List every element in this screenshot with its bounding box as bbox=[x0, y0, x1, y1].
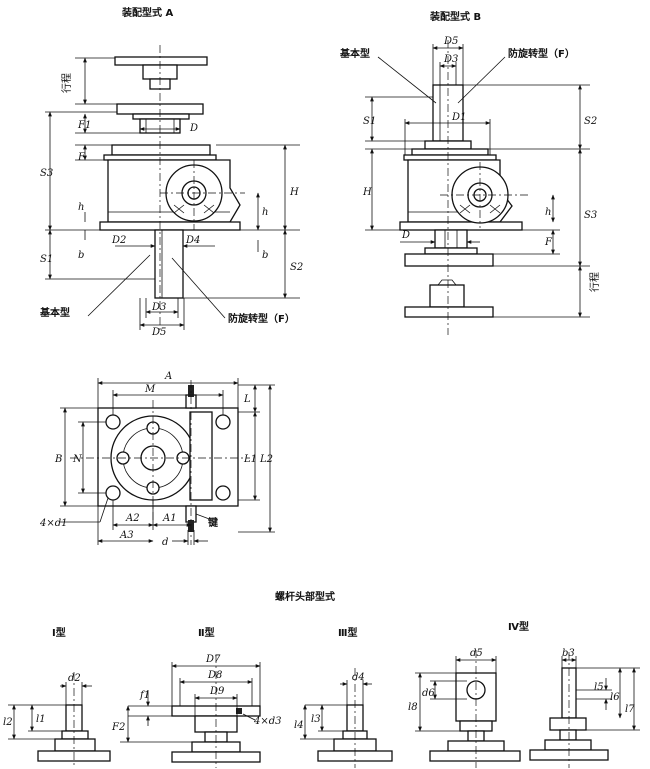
b-dim-h-big: H bbox=[362, 187, 372, 198]
plan-dim-a3: A3 bbox=[119, 530, 134, 541]
type-4-label: Ⅳ型 bbox=[508, 620, 529, 633]
t2-dim-f2: F2 bbox=[111, 722, 125, 733]
title-assembly-b: 装配型式 B bbox=[429, 10, 481, 23]
b-dim-h: h bbox=[545, 207, 551, 218]
b-dim-d5: D5 bbox=[443, 36, 458, 47]
b-dim-d: D bbox=[401, 230, 410, 241]
t2-dim-d3: 4×d3 bbox=[253, 716, 282, 727]
a-dim-b-right: b bbox=[262, 250, 268, 261]
plan-dim-a1: A1 bbox=[162, 513, 177, 524]
plan-dim-b: B bbox=[54, 454, 62, 465]
type-1-label: Ⅰ型 bbox=[52, 626, 66, 639]
a-dim-d2: D2 bbox=[111, 235, 126, 246]
type-4-view: Ⅳ型 d5 d6 l8 bbox=[408, 620, 640, 768]
a-dim-d3: D3 bbox=[151, 302, 166, 313]
a-dim-f: F bbox=[77, 152, 86, 163]
t4-dim-d5: d5 bbox=[470, 648, 483, 659]
type-2-view: Ⅱ型 D7 D8 D9 f1 F2 4×d3 bbox=[111, 626, 282, 768]
plan-dim-d: d bbox=[162, 537, 168, 548]
b-stroke-label: 行程 bbox=[588, 272, 601, 292]
a-dim-h-big: H bbox=[289, 187, 299, 198]
plan-view: A M B N L L1 L2 A2 A1 A3 d 4×d1 键 bbox=[39, 371, 275, 548]
t3-dim-l3: l3 bbox=[311, 714, 321, 725]
plan-holes-label: 4×d1 bbox=[39, 518, 68, 529]
b-dim-s2: S2 bbox=[584, 116, 597, 127]
plan-dim-l2: L2 bbox=[259, 454, 273, 465]
t2-dim-d7: D7 bbox=[205, 654, 221, 665]
t4-dim-l8: l8 bbox=[408, 702, 418, 713]
title-assembly-a: 装配型式 A bbox=[121, 6, 173, 19]
t4-dim-d6: d6 bbox=[422, 688, 435, 699]
t1-dim-l2: l2 bbox=[3, 717, 13, 728]
a-dim-b: b bbox=[78, 250, 84, 261]
a-dim-h-right: h bbox=[262, 207, 268, 218]
b-anti-rotation-label: 防旋转型（F） bbox=[508, 47, 575, 60]
plan-dim-a2: A2 bbox=[125, 513, 140, 524]
type-2-label: Ⅱ型 bbox=[198, 626, 215, 639]
type-3-view: Ⅲ型 d4 l3 l4 bbox=[294, 626, 393, 768]
a-dim-d4: D4 bbox=[185, 235, 200, 246]
b-dim-d1: D1 bbox=[451, 112, 466, 123]
t4-dim-l6: l6 bbox=[610, 692, 620, 703]
plan-key-label: 键 bbox=[207, 516, 219, 529]
t2-dim-d8: D8 bbox=[207, 670, 222, 681]
t3-dim-l4: l4 bbox=[294, 720, 304, 731]
b-basic-type-label: 基本型 bbox=[339, 47, 370, 60]
a-dim-d: D bbox=[189, 123, 198, 134]
b-dim-s1: S1 bbox=[363, 116, 376, 127]
a-dim-s3: S3 bbox=[40, 168, 53, 179]
assembly-a-view: 行程 F1 F S3 S1 h b D H h b S2 D2 D4 D3 D5… bbox=[39, 45, 303, 338]
t1-dim-l1: l1 bbox=[36, 714, 46, 725]
t1-dim-d2: d2 bbox=[68, 673, 81, 684]
a-basic-type-label: 基本型 bbox=[39, 306, 70, 319]
plan-dim-m: M bbox=[144, 384, 156, 395]
a-stroke-label: 行程 bbox=[60, 73, 73, 93]
a-dim-f1: F1 bbox=[77, 120, 91, 131]
t3-dim-d4: d4 bbox=[352, 672, 365, 683]
b-dim-d3: D3 bbox=[443, 54, 458, 65]
t4-dim-l5: l5 bbox=[594, 682, 604, 693]
plan-dim-a: A bbox=[164, 371, 172, 382]
plan-dim-n: N bbox=[72, 454, 83, 465]
a-dim-s1: S1 bbox=[40, 254, 53, 265]
b-dim-f: F bbox=[544, 237, 553, 248]
assembly-b-view: D5 D3 D1 S1 H S2 S3 h F D 行程 基本型 防旋转型（F） bbox=[339, 36, 601, 335]
a-dim-s2: S2 bbox=[290, 262, 303, 273]
plan-dim-l: L bbox=[243, 394, 251, 405]
t2-dim-f1: f1 bbox=[139, 690, 150, 701]
b-dim-s3: S3 bbox=[584, 210, 597, 221]
a-anti-rotation-label: 防旋转型（F） bbox=[228, 312, 295, 325]
t2-dim-d9: D9 bbox=[209, 686, 225, 697]
a-dim-h-left: h bbox=[78, 202, 84, 213]
type-3-label: Ⅲ型 bbox=[338, 626, 357, 639]
t4-dim-b3: b3 bbox=[562, 648, 575, 659]
type-1-view: Ⅰ型 d2 l1 l2 bbox=[3, 626, 111, 768]
title-screw-head: 螺杆头部型式 bbox=[275, 590, 335, 603]
plan-dim-l1: L1 bbox=[243, 454, 257, 465]
a-dim-d5: D5 bbox=[151, 327, 166, 338]
t4-dim-l7: l7 bbox=[625, 704, 635, 715]
